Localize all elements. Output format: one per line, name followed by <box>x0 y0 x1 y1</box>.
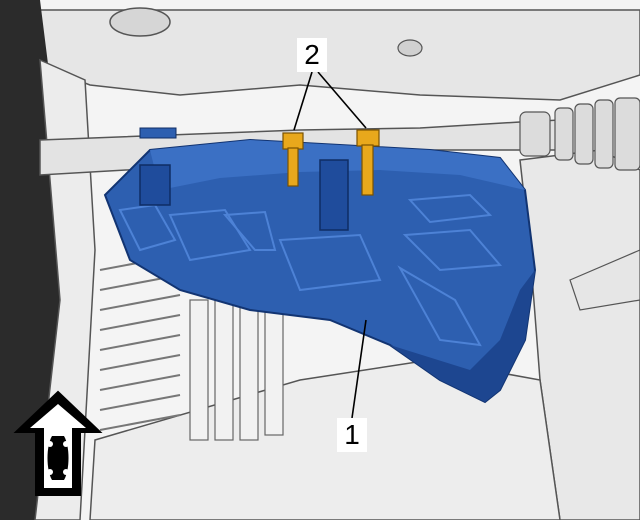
retaining-clip-left <box>282 132 304 187</box>
callout-label-1: 1 <box>337 418 367 452</box>
grille-bars <box>189 299 284 441</box>
shield-ribs <box>118 193 503 347</box>
lower-body-panel <box>89 359 561 520</box>
vehicle-front-arrow-icon <box>13 390 103 496</box>
frame-bolt <box>109 7 171 37</box>
right-bracket <box>569 249 640 311</box>
retaining-clip-right <box>356 129 380 196</box>
frame-bolt-small <box>397 39 423 57</box>
shield-clip-base-left <box>139 127 177 139</box>
leader-line-2-right <box>317 71 367 129</box>
leader-line-2-left <box>293 71 313 131</box>
left-dark-frame <box>0 0 60 520</box>
rod-boot <box>519 97 640 171</box>
shield-lower-edge <box>390 270 535 402</box>
callout-label-2: 2 <box>297 38 327 72</box>
shield-mount-tab-center <box>319 159 349 231</box>
leader-line-1 <box>351 319 367 419</box>
shield-mount-tab-left <box>139 164 171 206</box>
